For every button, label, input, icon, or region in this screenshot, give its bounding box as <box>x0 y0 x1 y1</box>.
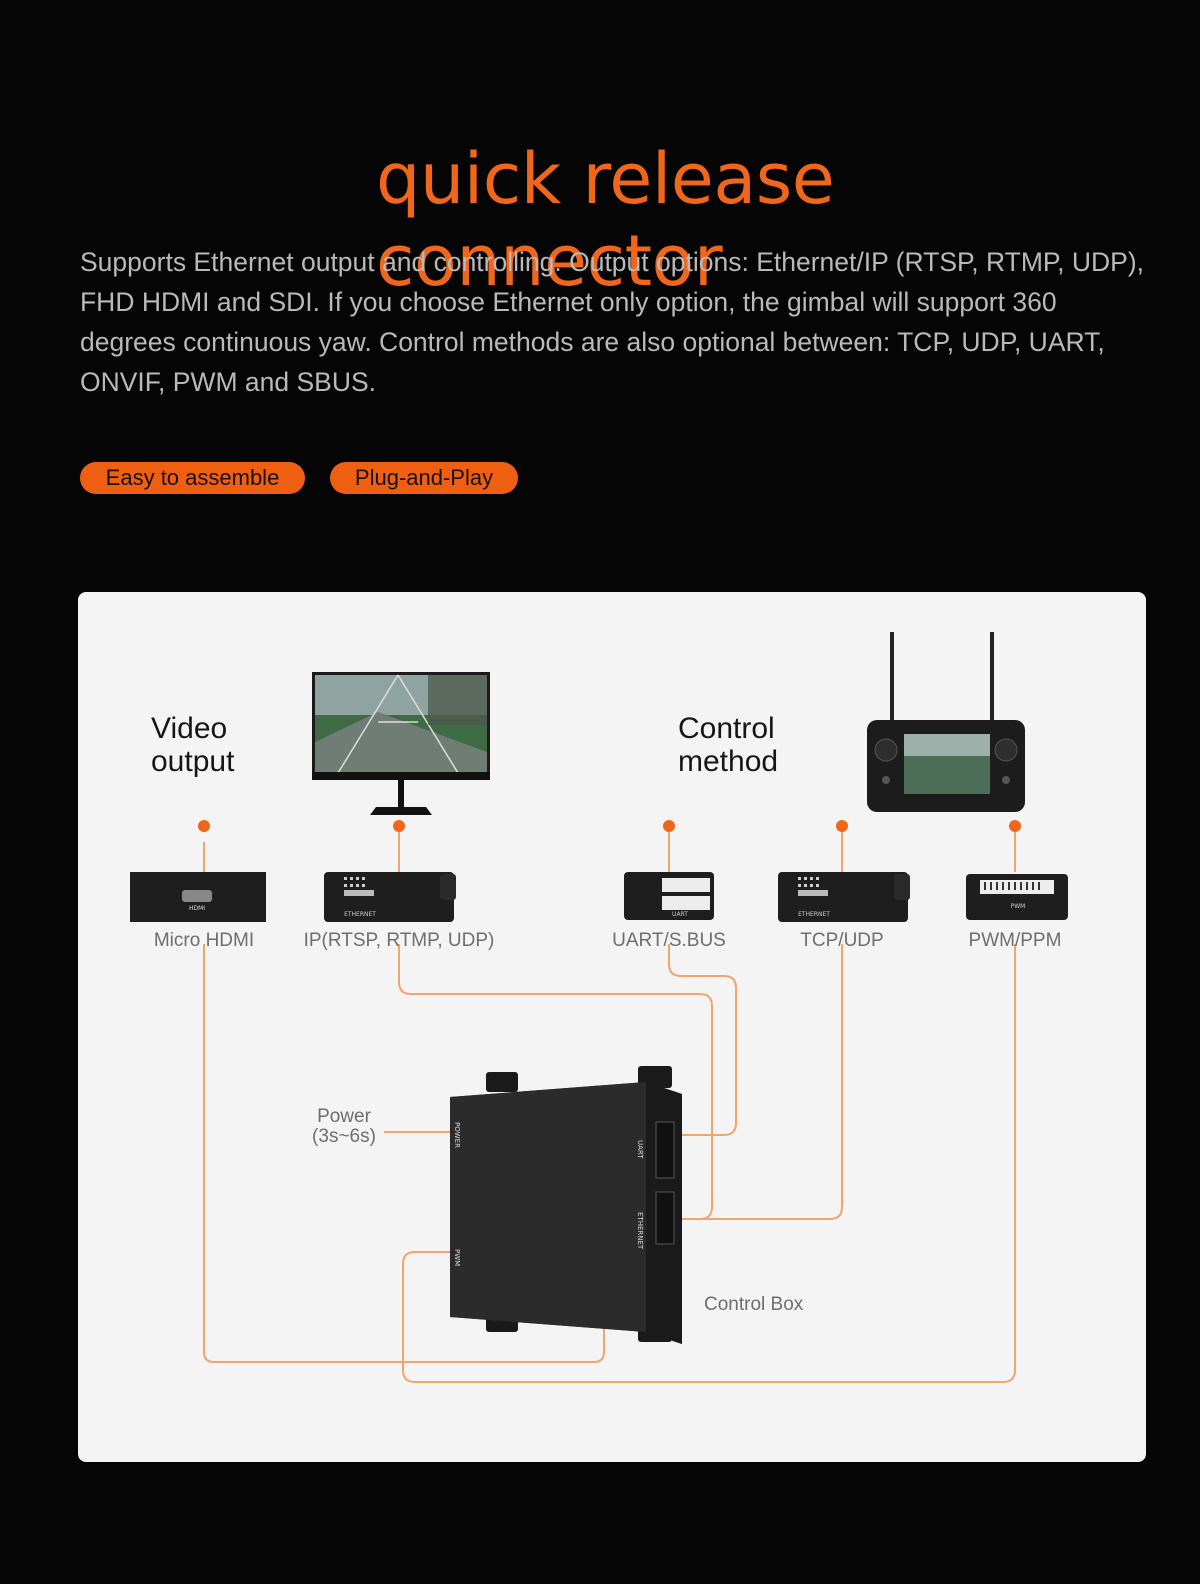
feature-badge-assemble: Easy to assemble <box>80 462 305 494</box>
port-label-micro-hdmi: Micro HDMI <box>153 930 255 951</box>
svg-text:PWM: PWM <box>453 1249 461 1266</box>
port-ip-module: ETHERNET <box>324 872 456 922</box>
video-output-heading: Video output <box>151 712 235 778</box>
page-title: quick release connector <box>376 138 835 302</box>
port-tcp-udp-module: ETHERNET <box>778 872 910 922</box>
port-label-ip: IP(RTSP, RTMP, UDP) <box>303 930 495 951</box>
svg-text:POWER: POWER <box>453 1122 461 1148</box>
control-method-heading: Control method <box>678 712 779 778</box>
line-pwm-to-box <box>402 944 1016 1383</box>
control-box-label: Control Box <box>704 1294 804 1315</box>
line-ip-to-box <box>398 944 713 1220</box>
svg-text:ETHERNET: ETHERNET <box>636 1212 644 1250</box>
diagram-graphics: HDMI ETHERNET UART ETHERNET PWM <box>130 632 1068 1383</box>
line-tcp-to-box <box>646 944 843 1220</box>
monitor-icon <box>312 672 490 815</box>
dot-tcp <box>836 820 848 832</box>
line-uart-to-box <box>646 944 737 1136</box>
control-box: POWER PWM UART ETHERNET <box>450 1066 682 1344</box>
svg-text:UART: UART <box>672 911 688 918</box>
dot-hdmi <box>198 820 210 832</box>
dot-uart <box>663 820 675 832</box>
power-label: Power (3s~6s) <box>312 1106 376 1147</box>
port-label-tcp-udp: TCP/UDP <box>800 930 884 951</box>
port-uart-module: UART <box>624 872 714 920</box>
svg-text:HDMI: HDMI <box>189 905 205 912</box>
svg-text:PWM: PWM <box>1011 903 1026 910</box>
connection-diagram: HDMI ETHERNET UART ETHERNET PWM <box>78 592 1146 1462</box>
dot-pwm <box>1009 820 1021 832</box>
port-micro-hdmi-module: HDMI <box>130 872 266 922</box>
svg-text:ETHERNET: ETHERNET <box>798 911 830 918</box>
description: Supports Ethernet output and controlling… <box>80 247 1145 397</box>
dot-ip <box>393 820 405 832</box>
port-pwm-ppm-module: PWM <box>966 874 1068 920</box>
port-label-pwm-ppm: PWM/PPM <box>968 930 1062 951</box>
port-label-uart-sbus: UART/S.BUS <box>612 930 726 951</box>
svg-text:ETHERNET: ETHERNET <box>344 911 376 918</box>
svg-text:UART: UART <box>636 1140 644 1159</box>
feature-badge-plug-and-play: Plug-and-Play <box>330 462 518 494</box>
remote-controller-icon <box>867 632 1025 812</box>
